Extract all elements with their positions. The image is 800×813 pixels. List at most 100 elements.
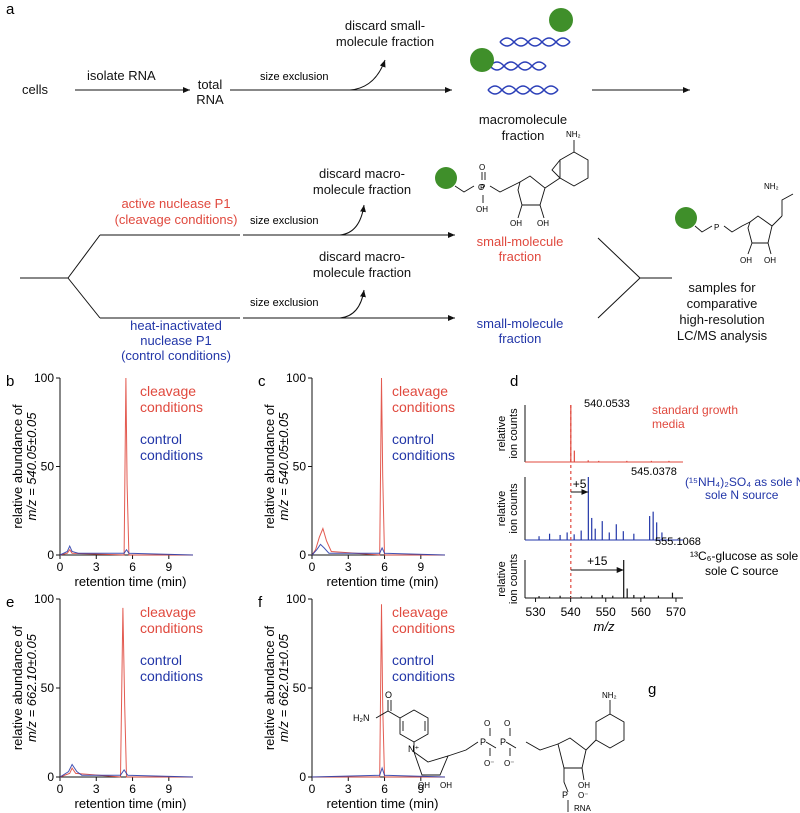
- spectrum-label-1b: sole N source: [705, 488, 779, 502]
- g-p3: P: [562, 790, 568, 800]
- spectrum-ylabel-a-2: relative: [496, 561, 508, 596]
- samples-label-4: LC/MS analysis: [677, 328, 768, 343]
- small-fraction-cleavage-label-1: small-molecule: [477, 234, 564, 249]
- discard-branch-arrow: [349, 59, 386, 91]
- series-line-e-cleavage: [59, 607, 193, 778]
- shift-label-2: +15: [587, 554, 608, 568]
- legend-cleavage-c: cleavage: [392, 383, 448, 399]
- y-axis-label-mz-c: m/z = 540.05±0.05: [276, 412, 291, 521]
- x-tick-label-b: 3: [93, 560, 100, 574]
- amp-bead-structure-2: [675, 193, 794, 255]
- legend-control2-f: conditions: [392, 668, 455, 684]
- g-o1: O: [484, 719, 490, 728]
- series-line-c-cleavage: [311, 377, 445, 556]
- spectrum-ylabel-b-1: ion counts: [508, 483, 520, 534]
- legend-control-f: control: [392, 652, 434, 668]
- spectrum-x-tick-label: 540: [561, 605, 581, 619]
- spectrum-x-tick-label: 560: [631, 605, 651, 619]
- heat-nuclease-label-2: nuclease P1: [140, 333, 212, 348]
- legend-control2-c: conditions: [392, 447, 455, 463]
- discard-small-label-1: discard small-: [345, 18, 425, 33]
- g-ominus2: O⁻: [504, 759, 514, 768]
- legend-cleavage2-c: conditions: [392, 399, 455, 415]
- split-up: [67, 234, 101, 279]
- series-line-e-control: [59, 763, 194, 778]
- y-tick-label-b: 50: [41, 460, 55, 474]
- y-tick-label-f: 100: [286, 592, 306, 606]
- g-n-plus: N⁺: [408, 744, 419, 754]
- x-axis-label-b: retention time (min): [75, 574, 187, 589]
- discard-macro-arrow-2: [339, 289, 366, 319]
- spectrum-ylabel-a-1: relative: [496, 491, 508, 526]
- panel-label-a: a: [6, 1, 15, 18]
- x-tick-label-b: 9: [165, 560, 172, 574]
- x-axis-label-c: retention time (min): [327, 574, 439, 589]
- legend-control2-b: conditions: [140, 447, 203, 463]
- legend-cleavage2-e: conditions: [140, 620, 203, 636]
- spectrum-x-tick-label: 530: [526, 605, 546, 619]
- legend-cleavage-e: cleavage: [140, 604, 196, 620]
- samples-label-3: high-resolution: [679, 312, 764, 327]
- x-tick-label-c: 0: [309, 560, 316, 574]
- spectrum-label-0a: standard growth: [652, 403, 738, 417]
- x-tick-label-e: 9: [165, 782, 172, 796]
- y-tick-label-b: 100: [34, 371, 54, 385]
- x-tick-label-b: 6: [129, 560, 136, 574]
- amp1-p: P: [480, 183, 485, 192]
- merge-up: [597, 237, 641, 279]
- x-tick-label-c: 6: [381, 560, 388, 574]
- panel-label-d: d: [510, 373, 518, 390]
- legend-cleavage-b: cleavage: [140, 383, 196, 399]
- discard-macro-label-1b: molecule fraction: [313, 182, 411, 197]
- x-tick-label-c: 9: [417, 560, 424, 574]
- y-tick-label-e: 50: [41, 681, 55, 695]
- g-rna: RNA: [574, 804, 592, 813]
- discard-macro-label-1a: discard macro-: [319, 166, 405, 181]
- heat-nuclease-label-3: (control conditions): [121, 348, 231, 363]
- y-tick-label-f: 0: [299, 770, 306, 784]
- amp1-oh-2: OH: [537, 219, 549, 228]
- y-axis-label-c: relative abundance of: [262, 404, 277, 529]
- legend-cleavage-f: cleavage: [392, 604, 448, 620]
- x-tick-label-f: 3: [345, 782, 352, 796]
- x-axis-label-f: retention time (min): [327, 796, 439, 811]
- panel-label-e: e: [6, 594, 14, 611]
- rna-strand-icon-2: [489, 61, 547, 71]
- g-p2: P: [500, 737, 506, 747]
- bead-icon-2: [470, 48, 494, 72]
- samples-label-2: comparative: [687, 296, 758, 311]
- discard-macro-label-2b: molecule fraction: [313, 265, 411, 280]
- y-axis-label-mz-f: m/z = 662.01±0.05: [276, 633, 291, 742]
- x-tick-label-f: 9: [417, 782, 424, 796]
- spectrum-x-tick-label: 550: [596, 605, 616, 619]
- y-axis-label-e: relative abundance of: [10, 625, 25, 750]
- amp1-nh2: NH₂: [566, 130, 581, 139]
- small-fraction-control-label-2: fraction: [499, 331, 542, 346]
- amp1-oh-3: OH: [510, 219, 522, 228]
- discard-small-label-2: molecule fraction: [336, 34, 434, 49]
- legend-control-c: control: [392, 431, 434, 447]
- panel-label-c: c: [258, 373, 266, 390]
- amp1-o2: O: [479, 163, 485, 172]
- amp1-oh: OH: [476, 205, 488, 214]
- y-axis-label-b: relative abundance of: [10, 404, 25, 529]
- spectrum-label-2: ¹³C₆-glucose as sole C source: [690, 549, 800, 563]
- samples-label-1: samples for: [688, 280, 756, 295]
- merge-down: [597, 277, 641, 319]
- x-tick-label-e: 6: [129, 782, 136, 796]
- amp-bead-structure-1: [435, 140, 589, 219]
- series-line-f-cleavage: [312, 604, 445, 778]
- y-axis-label-f: relative abundance of: [262, 625, 277, 750]
- isolate-rna-label: isolate RNA: [87, 68, 156, 83]
- amp2-oh: OH: [764, 256, 776, 265]
- shift-label-1: +5: [573, 477, 587, 491]
- discard-macro-arrow-1: [339, 204, 366, 236]
- x-axis-label-e: retention time (min): [75, 796, 187, 811]
- spectrum-ylabel-b-2: ion counts: [508, 553, 520, 604]
- series-line-c-control: [311, 543, 446, 556]
- peak-label-0: 540.0533: [584, 398, 630, 410]
- g-oh2: OH: [440, 781, 452, 790]
- g-o2: O: [504, 719, 510, 728]
